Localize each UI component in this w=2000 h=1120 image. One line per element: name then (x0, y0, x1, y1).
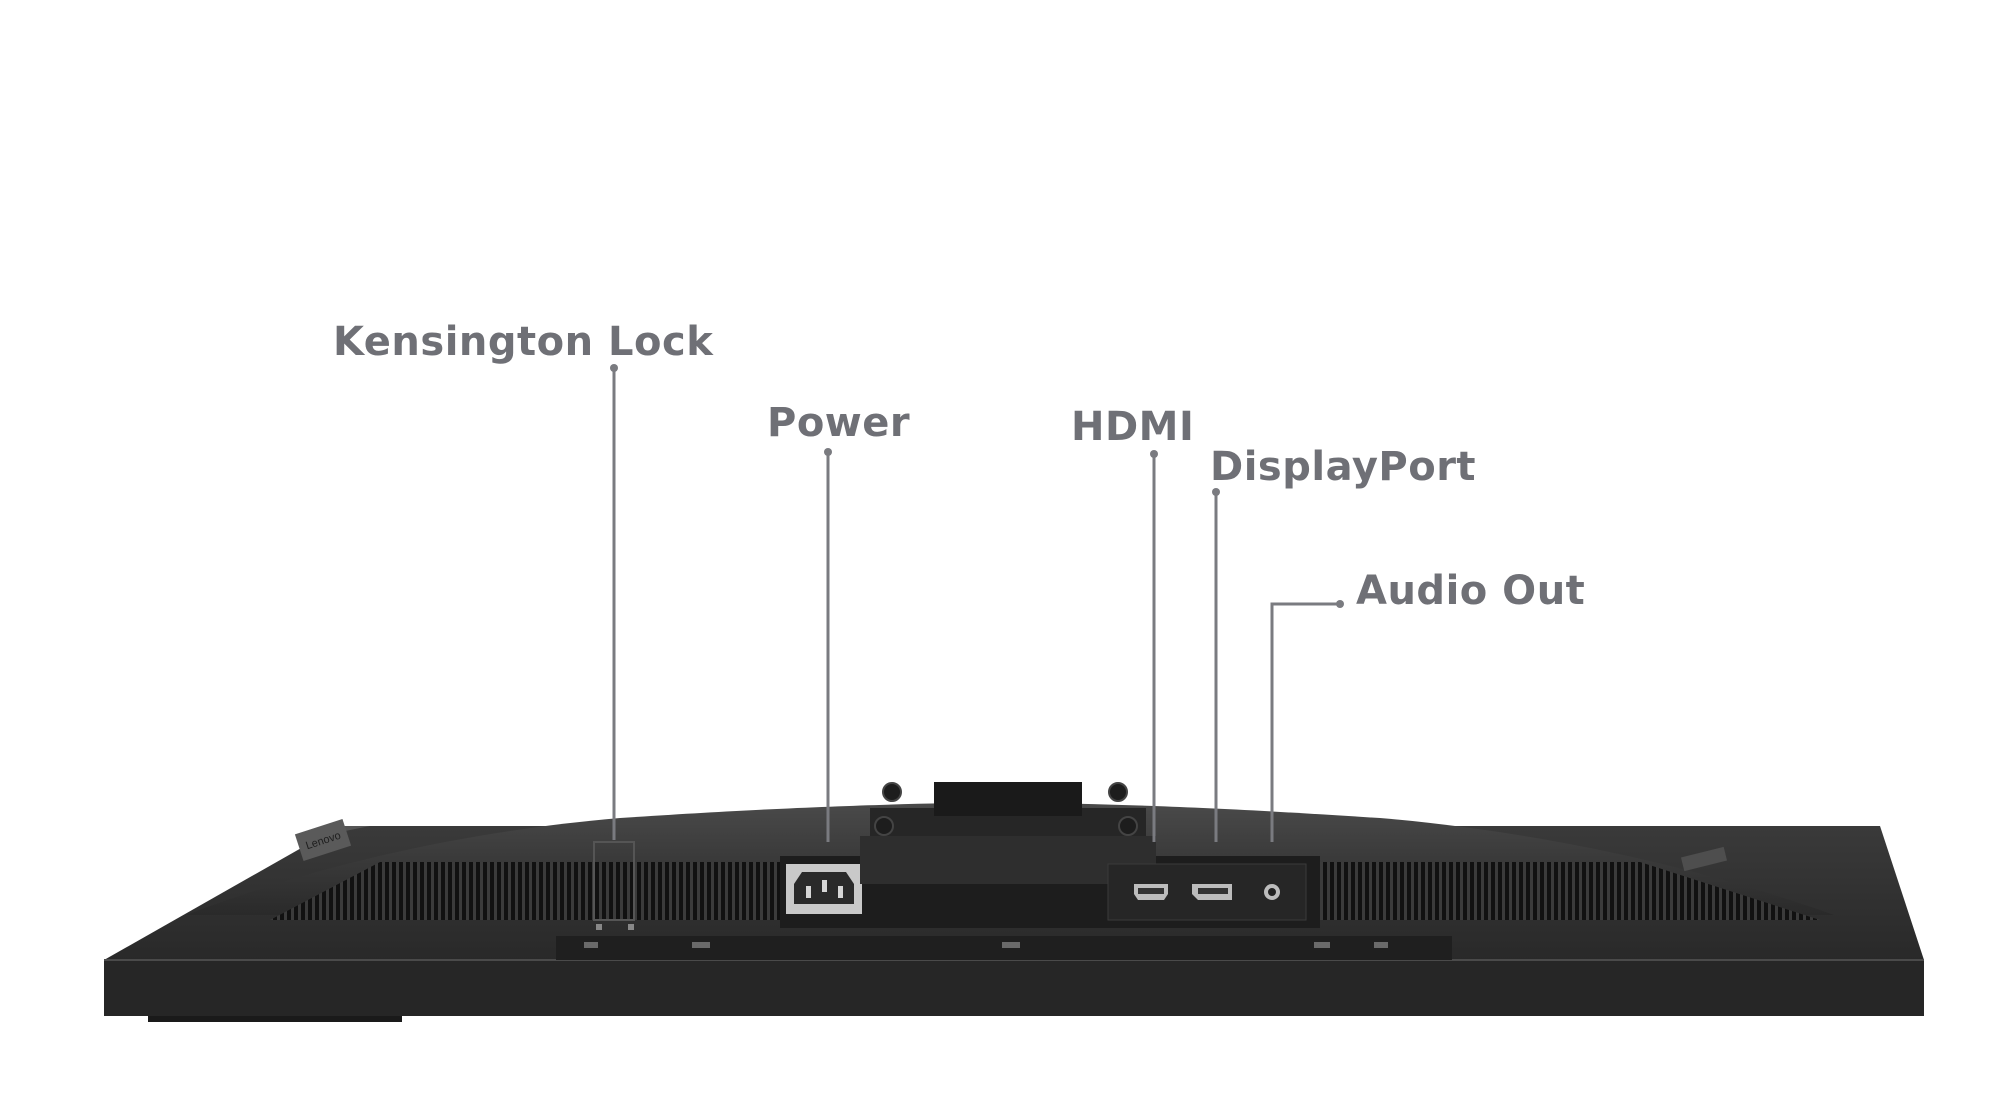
power-connector (786, 864, 862, 914)
power-leader-line (824, 448, 832, 842)
hdmi-label: HDMI (1071, 404, 1195, 450)
lower-trim (556, 936, 1452, 960)
right-logo-tag (1680, 846, 1728, 872)
audio-leader-line (1270, 600, 1344, 842)
kensington-leader-line (610, 364, 618, 840)
power-label: Power (767, 400, 911, 446)
displayport-leader-line (1212, 488, 1220, 842)
audio-out-label: Audio Out (1356, 568, 1586, 614)
vent-grille-left (270, 862, 780, 920)
displayport-label: DisplayPort (1210, 444, 1477, 490)
audio-out-jack (1264, 884, 1280, 900)
stand-mount (860, 782, 1156, 884)
lenovo-logo: Lenovo (294, 818, 352, 862)
kensington-lock-label: Kensington Lock (333, 319, 714, 365)
displayport-port (1192, 884, 1232, 900)
hdmi-port (1134, 884, 1168, 900)
hdmi-leader-line (1150, 450, 1158, 842)
leader-lines (610, 364, 1344, 842)
vent-grille-right (1320, 862, 1820, 920)
